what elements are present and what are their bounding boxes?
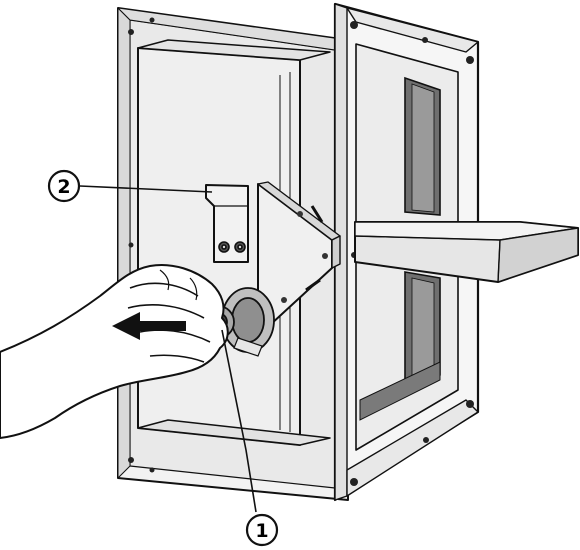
callout-leaders bbox=[79, 185, 257, 513]
callout-2-label: 2 bbox=[57, 176, 70, 198]
callout-1-label: 1 bbox=[255, 520, 268, 542]
pull-direction-arrow bbox=[112, 312, 186, 340]
blade-window bbox=[359, 76, 441, 421]
leader-line-2 bbox=[79, 185, 213, 193]
callout-1: 1 bbox=[245, 513, 279, 547]
rear-flange-holes bbox=[128, 17, 155, 473]
hand bbox=[0, 264, 229, 439]
duct-beam bbox=[354, 221, 579, 283]
leader-line-1 bbox=[221, 329, 257, 513]
bracket-bolts bbox=[218, 241, 246, 253]
callout-2: 2 bbox=[47, 169, 81, 203]
